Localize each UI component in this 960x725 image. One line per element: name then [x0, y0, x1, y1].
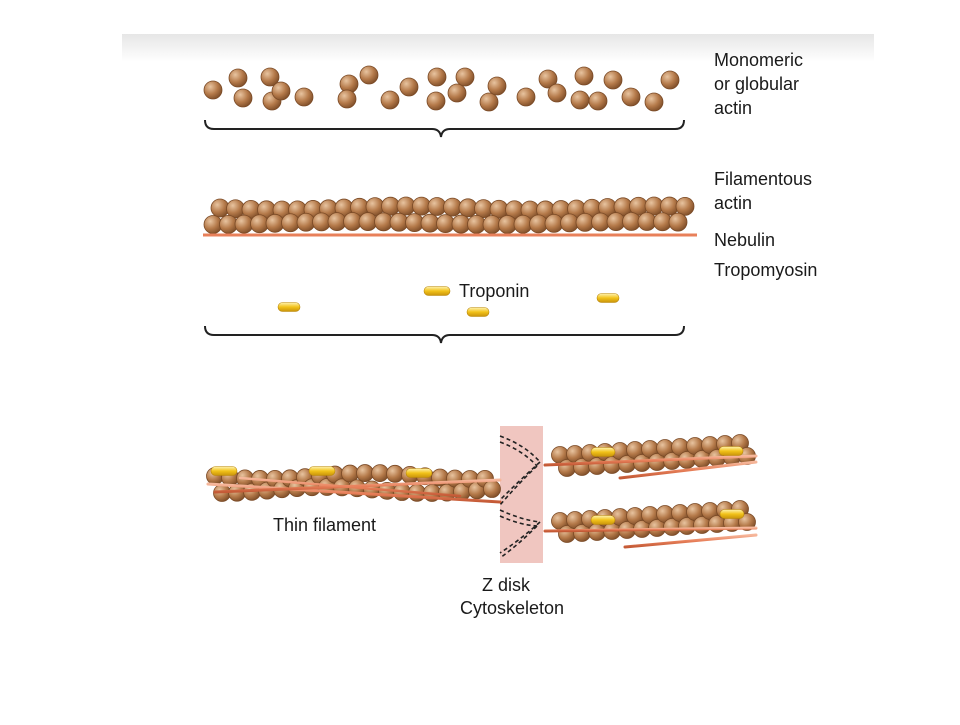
actin-monomer-icon	[589, 92, 607, 110]
bracket-components-icon	[205, 326, 684, 343]
label-nebulin: Nebulin	[714, 230, 775, 250]
actin-monomer-icon	[234, 89, 252, 107]
label-tropomyosin: Tropomyosin	[714, 260, 817, 280]
troponin-capsule-icon	[719, 447, 743, 456]
actin-monomer-icon	[204, 81, 222, 99]
label-monomeric: Monomeric	[714, 50, 803, 70]
actin-monomer-icon	[484, 481, 501, 498]
troponin-capsule-icon	[278, 303, 300, 312]
troponin-capsule-icon	[309, 467, 335, 476]
actin-monomer-icon	[604, 71, 622, 89]
label-z-disk: Z disk	[482, 575, 531, 595]
label-actin-2: actin	[714, 193, 752, 213]
actin-monomer-icon	[357, 465, 374, 482]
actin-monomer-icon	[669, 213, 687, 231]
actin-monomer-icon	[488, 77, 506, 95]
monomeric-actin-group	[204, 66, 679, 111]
actin-monomer-icon	[387, 465, 404, 482]
troponin-capsule-icon	[591, 516, 615, 525]
troponin-capsule-icon	[720, 510, 744, 519]
thin-filament-left	[207, 465, 501, 502]
thin-filament-right-top	[545, 435, 756, 479]
actin-monomer-icon	[661, 71, 679, 89]
actin-monomer-icon	[448, 84, 466, 102]
troponin-capsule-icon	[467, 308, 489, 317]
actin-monomer-icon	[372, 465, 389, 482]
actin-monomer-icon	[456, 68, 474, 86]
actin-monomer-icon	[400, 78, 418, 96]
actin-monomer-icon	[360, 66, 378, 84]
troponin-capsule-icon	[424, 287, 450, 296]
actin-monomer-icon	[338, 90, 356, 108]
bracket-monomeric-icon	[205, 120, 684, 137]
actin-monomer-icon	[645, 93, 663, 111]
filamentous-actin-group	[204, 197, 694, 233]
actin-monomer-icon	[571, 91, 589, 109]
troponin-capsule-icon	[406, 469, 432, 478]
actin-monomer-icon	[622, 88, 640, 106]
actin-monomer-icon	[381, 91, 399, 109]
actin-monomer-icon	[517, 88, 535, 106]
actin-monomer-icon	[575, 67, 593, 85]
actin-monomer-icon	[272, 82, 290, 100]
actin-monomer-icon	[428, 68, 446, 86]
tropomyosin-troponin-group	[209, 270, 680, 322]
label-cytoskeleton: Cytoskeleton	[460, 598, 564, 618]
label-thin-filament: Thin filament	[273, 515, 376, 535]
troponin-capsule-icon	[591, 448, 615, 457]
actin-monomer-icon	[295, 88, 313, 106]
label-actin-1: actin	[714, 98, 752, 118]
troponin-capsule-icon	[597, 294, 619, 303]
actin-monomer-icon	[480, 93, 498, 111]
label-troponin: Troponin	[459, 281, 529, 301]
label-or-globular: or globular	[714, 74, 799, 94]
actin-monomer-icon	[676, 197, 694, 215]
thin-filament-right-bottom	[545, 501, 756, 548]
troponin-capsule-icon	[211, 467, 237, 476]
actin-monomer-icon	[229, 69, 247, 87]
label-filamentous: Filamentous	[714, 169, 812, 189]
actin-monomer-icon	[427, 92, 445, 110]
actin-monomer-icon	[548, 84, 566, 102]
